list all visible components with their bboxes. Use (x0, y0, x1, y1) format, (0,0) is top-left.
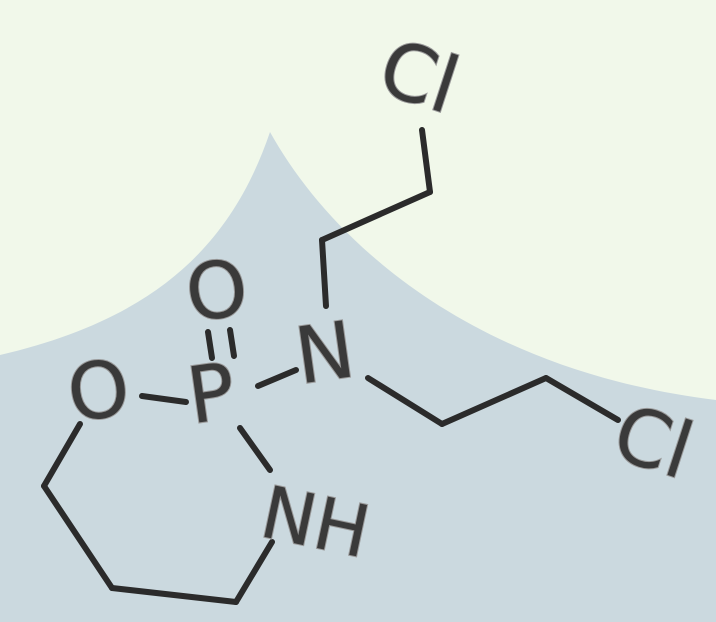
bond-cl-top-c1 (419, 127, 433, 195)
bond-c5-c6 (41, 483, 115, 591)
bond-c6-c7 (109, 585, 239, 605)
bond-c2-n (319, 237, 329, 309)
atom-o-double: O (180, 243, 253, 341)
bond-c4-cl-right (543, 375, 621, 423)
bond-c7-nh (233, 539, 275, 605)
bond-p-nh (237, 425, 273, 473)
bond-c3-c4 (439, 375, 549, 427)
atom-o-ring: O (62, 343, 135, 441)
atom-n: N (290, 305, 360, 402)
bond-p-o-double-a (205, 329, 215, 361)
bond-o-ring-p (139, 393, 189, 405)
bonds (41, 127, 621, 605)
bond-p-n (255, 367, 299, 389)
bond-c1-c2 (319, 189, 433, 243)
bond-n-c3 (365, 375, 445, 427)
bond-o-ring-c5 (41, 421, 83, 489)
bond-p-o-double-b (227, 327, 237, 359)
backdrop-shape (0, 132, 716, 622)
